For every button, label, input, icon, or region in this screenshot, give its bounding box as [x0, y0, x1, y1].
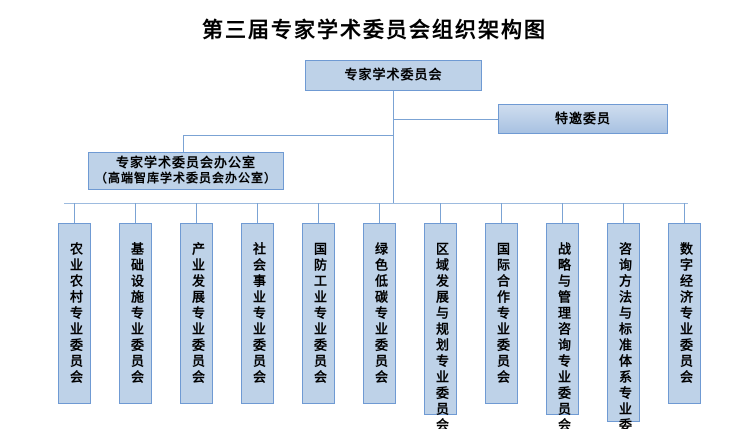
node-invited-label: 特邀委员	[554, 111, 611, 127]
node-committee-1-label: 农业农村专业委员会	[67, 242, 82, 386]
connector-office-drop	[183, 135, 184, 152]
connector-drop-4	[257, 203, 258, 223]
node-office-label-line1: 专家学术委员会办公室	[115, 156, 256, 171]
connector-drop-5	[318, 203, 319, 223]
node-committee-9-label: 战略与管理咨询专业委员会	[555, 242, 570, 429]
node-office-label-line2: （高端智库学术委员会办公室）	[94, 171, 277, 185]
connector-drop-11	[684, 203, 685, 223]
connector-drop-10	[623, 203, 624, 223]
node-committee-1[interactable]: 农业农村专业委员会	[58, 223, 91, 404]
node-committee-7[interactable]: 区域发展与规划专业委员会	[424, 223, 457, 429]
node-committee-8-label: 国际合作专业委员会	[494, 242, 509, 386]
connector-root-trunk	[393, 91, 394, 203]
node-root-committee[interactable]: 专家学术委员会	[305, 60, 482, 91]
node-committee-9[interactable]: 战略与管理咨询专业委员会	[546, 223, 579, 429]
node-office[interactable]: 专家学术委员会办公室 （高端智库学术委员会办公室）	[88, 152, 284, 190]
node-committee-5[interactable]: 国防工业专业委员会	[302, 223, 335, 404]
connector-drop-1	[74, 203, 75, 223]
node-committee-2[interactable]: 基础设施专业委员会	[119, 223, 152, 404]
node-committee-4-label: 社会事业专业委员会	[250, 242, 265, 386]
node-committee-10[interactable]: 咨询方法与标准体系专业委员会	[607, 223, 640, 429]
connector-drop-6	[379, 203, 380, 223]
node-root-label: 专家学术委员会	[344, 68, 443, 83]
connector-to-invited	[393, 119, 498, 120]
connector-drop-9	[562, 203, 563, 223]
node-committee-3-label: 产业发展专业委员会	[189, 242, 204, 386]
node-committee-11[interactable]: 数字经济专业委员会	[668, 223, 701, 404]
connector-drop-2	[135, 203, 136, 223]
node-committee-6-label: 绿色低碳专业委员会	[372, 242, 387, 386]
connector-drop-3	[196, 203, 197, 223]
connector-to-office	[183, 135, 394, 136]
node-committee-10-label: 咨询方法与标准体系专业委员会	[616, 242, 631, 429]
node-committee-7-label: 区域发展与规划专业委员会	[433, 242, 448, 429]
node-committee-11-label: 数字经济专业委员会	[677, 242, 692, 386]
connector-drop-8	[501, 203, 502, 223]
node-committee-2-label: 基础设施专业委员会	[128, 242, 143, 386]
node-committee-4[interactable]: 社会事业专业委员会	[241, 223, 274, 404]
node-committee-6[interactable]: 绿色低碳专业委员会	[363, 223, 396, 404]
node-committee-8[interactable]: 国际合作专业委员会	[485, 223, 518, 404]
connector-bus	[64, 203, 688, 204]
node-invited-members[interactable]: 特邀委员	[498, 104, 668, 134]
connector-drop-7	[440, 203, 441, 223]
page-title: 第三届专家学术委员会组织架构图	[202, 17, 547, 42]
node-committee-5-label: 国防工业专业委员会	[311, 242, 326, 386]
node-committee-3[interactable]: 产业发展专业委员会	[180, 223, 213, 404]
